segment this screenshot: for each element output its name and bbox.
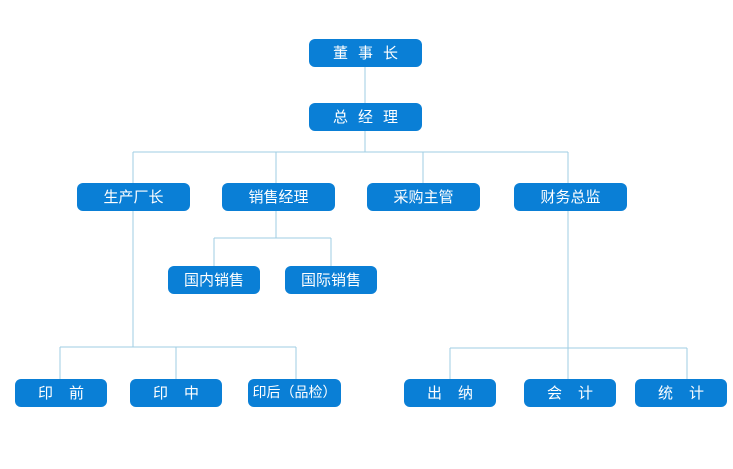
node-general-manager: 总经理 — [309, 103, 422, 131]
node-statistics: 统计 — [635, 379, 727, 407]
node-press: 印中 — [130, 379, 222, 407]
node-chairman: 董事长 — [309, 39, 422, 67]
node-prepress: 印前 — [15, 379, 107, 407]
node-accounting: 会计 — [524, 379, 616, 407]
node-purchasing-supervisor: 采购主管 — [367, 183, 480, 211]
node-finance-director: 财务总监 — [514, 183, 627, 211]
node-sales-manager: 销售经理 — [222, 183, 335, 211]
node-domestic-sales: 国内销售 — [168, 266, 260, 294]
node-cashier: 出纳 — [404, 379, 496, 407]
node-production-director: 生产厂长 — [77, 183, 190, 211]
node-postpress-inspection: 印后（品检） — [248, 379, 341, 407]
node-international-sales: 国际销售 — [285, 266, 377, 294]
